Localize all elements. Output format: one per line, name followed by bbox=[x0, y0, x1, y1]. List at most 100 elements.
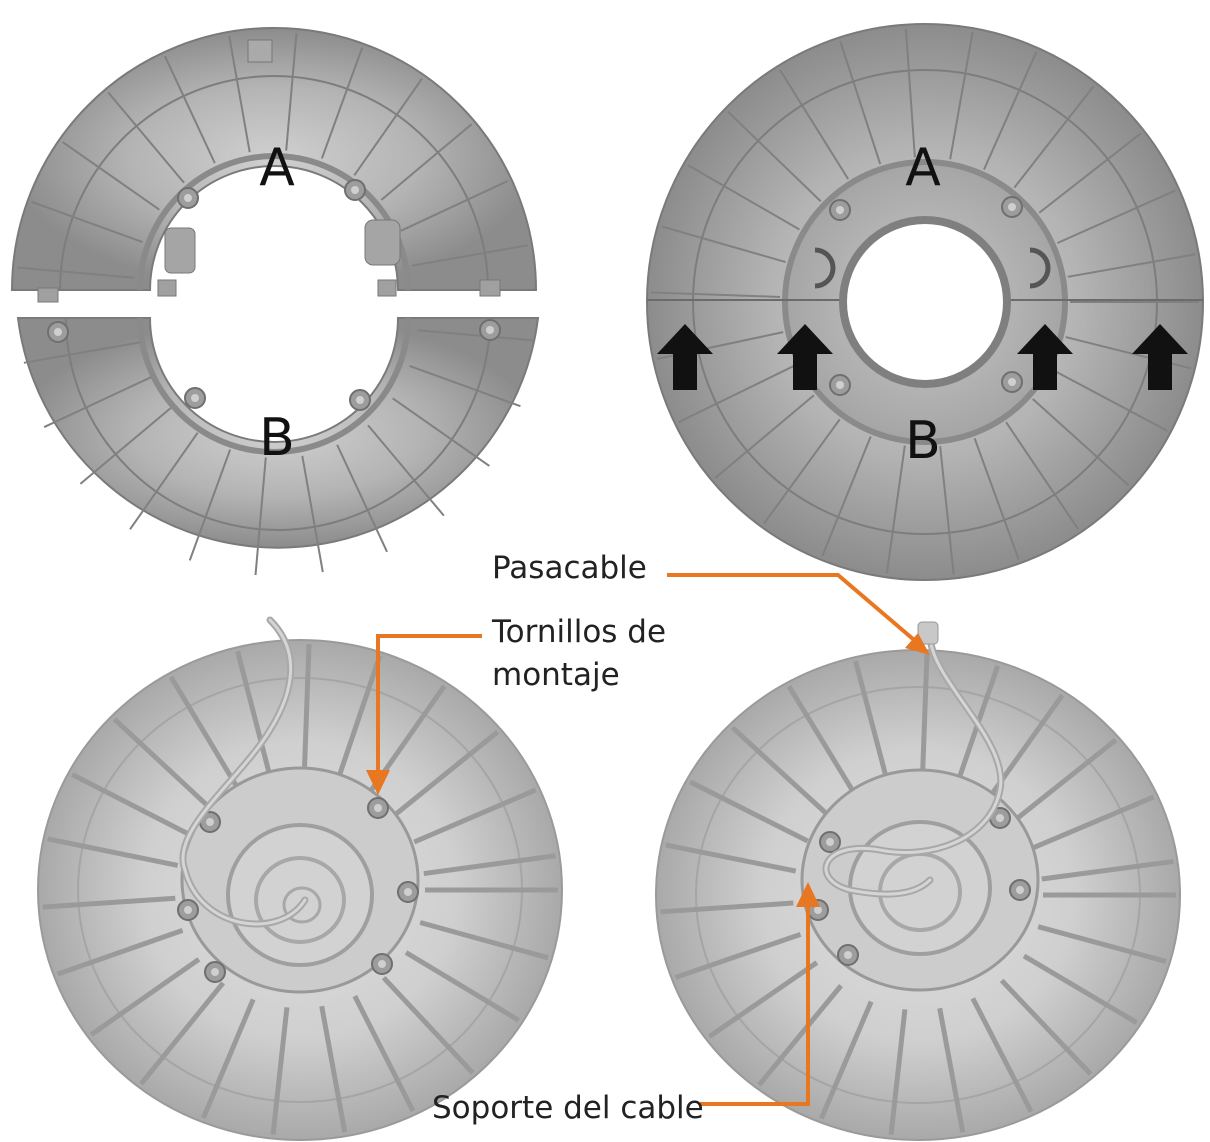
rib-line bbox=[730, 725, 830, 817]
rib-line bbox=[409, 364, 521, 408]
rib-line bbox=[392, 397, 490, 467]
rib-line bbox=[819, 1000, 874, 1120]
rib-line bbox=[112, 717, 212, 810]
rib-line bbox=[1013, 85, 1095, 189]
rib-line bbox=[1032, 398, 1130, 487]
rib-line bbox=[228, 35, 251, 153]
rib-line bbox=[168, 675, 240, 790]
rib-line bbox=[707, 960, 819, 1039]
rib-line bbox=[821, 436, 872, 557]
top-right-mount-assembled: A B bbox=[646, 23, 1204, 581]
rib-line bbox=[1052, 369, 1168, 432]
rib-line bbox=[400, 180, 509, 232]
rib-line bbox=[254, 457, 267, 576]
rib-line bbox=[23, 341, 141, 364]
rib-line bbox=[423, 853, 556, 877]
rib-line bbox=[188, 449, 232, 561]
rib-line bbox=[47, 836, 179, 868]
rib-line bbox=[888, 1009, 908, 1135]
soporte-label: Soporte del cable bbox=[432, 1090, 704, 1126]
rib-line bbox=[1057, 189, 1176, 244]
rib-line bbox=[285, 32, 298, 151]
callout-pasacable: Pasacable bbox=[492, 550, 930, 655]
rib-line bbox=[1041, 858, 1174, 882]
rib-line bbox=[651, 291, 781, 298]
rib-line bbox=[201, 998, 256, 1120]
rib-line bbox=[1038, 132, 1142, 214]
rib-line bbox=[419, 920, 549, 961]
rib-line bbox=[367, 424, 445, 517]
rib-line bbox=[839, 41, 882, 165]
rib-line bbox=[919, 654, 930, 781]
rib-line bbox=[939, 446, 955, 575]
rib-line bbox=[1067, 253, 1196, 278]
callout-tornillos: Tornillos de montaje bbox=[366, 614, 666, 795]
callout-soporte: Soporte del cable bbox=[432, 882, 820, 1126]
tornillos-label-line1: Tornillos de bbox=[491, 614, 666, 650]
rib-line bbox=[1012, 738, 1118, 824]
label-a-top-right: A bbox=[905, 138, 941, 198]
bottom-left-mount-underside bbox=[37, 616, 563, 1141]
tornillos-label-line2: montaje bbox=[492, 657, 620, 693]
rib-line bbox=[687, 164, 800, 231]
rib-line bbox=[949, 31, 974, 160]
rib-line bbox=[853, 660, 891, 785]
rib-line bbox=[301, 455, 324, 573]
rib-line bbox=[786, 684, 858, 797]
rib-line bbox=[970, 997, 1034, 1113]
half-a-separated bbox=[10, 27, 538, 303]
rib-line bbox=[404, 950, 521, 1023]
rib-line bbox=[678, 364, 796, 424]
rib-line bbox=[336, 444, 388, 553]
rib-line bbox=[1031, 794, 1155, 851]
rib-line bbox=[139, 981, 225, 1086]
rib-line bbox=[394, 729, 500, 817]
top-left-mount-halves: A B bbox=[10, 27, 540, 576]
rib-line bbox=[319, 1005, 348, 1133]
rib-line bbox=[1022, 953, 1139, 1025]
rib-line bbox=[129, 432, 199, 530]
rib-line bbox=[937, 1007, 966, 1133]
rib-line bbox=[56, 927, 184, 977]
label-a-top-left: A bbox=[259, 138, 295, 198]
rib-line bbox=[973, 437, 1020, 560]
rib-line bbox=[413, 787, 537, 845]
rib-line bbox=[336, 655, 383, 779]
rib-line bbox=[763, 418, 841, 525]
rib-line bbox=[352, 994, 416, 1113]
rib-line bbox=[757, 984, 843, 1087]
rib-line bbox=[714, 394, 815, 479]
rib-line bbox=[727, 110, 822, 202]
rib-line bbox=[16, 266, 135, 279]
rib-line bbox=[43, 376, 152, 428]
rib-line bbox=[778, 69, 850, 180]
rib-line bbox=[71, 772, 191, 837]
rib-line bbox=[904, 28, 916, 158]
rib-line bbox=[411, 244, 529, 267]
label-b-top-left: B bbox=[259, 408, 295, 468]
rib-line bbox=[107, 91, 185, 184]
rib-line bbox=[235, 650, 273, 777]
rib-line bbox=[270, 1007, 290, 1135]
rib-line bbox=[674, 931, 802, 980]
rib-line bbox=[42, 895, 176, 910]
rib-line bbox=[79, 407, 172, 485]
rib-line bbox=[381, 975, 475, 1075]
rib-line bbox=[62, 141, 160, 211]
rib-line bbox=[380, 123, 473, 201]
half-b-separated bbox=[16, 317, 540, 576]
rib-line bbox=[89, 957, 201, 1037]
rib-line bbox=[660, 900, 794, 915]
rib-line bbox=[31, 200, 143, 244]
rib-line bbox=[164, 55, 216, 164]
rib-line bbox=[353, 78, 423, 176]
rib-line bbox=[983, 51, 1038, 170]
rib-line bbox=[665, 842, 797, 874]
rib-line bbox=[885, 445, 906, 574]
rib-line bbox=[1005, 421, 1080, 530]
rib-line bbox=[689, 779, 809, 844]
bottom-right-mount-underside bbox=[655, 621, 1181, 1141]
pasacable-label: Pasacable bbox=[492, 550, 647, 586]
rib-line bbox=[320, 47, 364, 159]
